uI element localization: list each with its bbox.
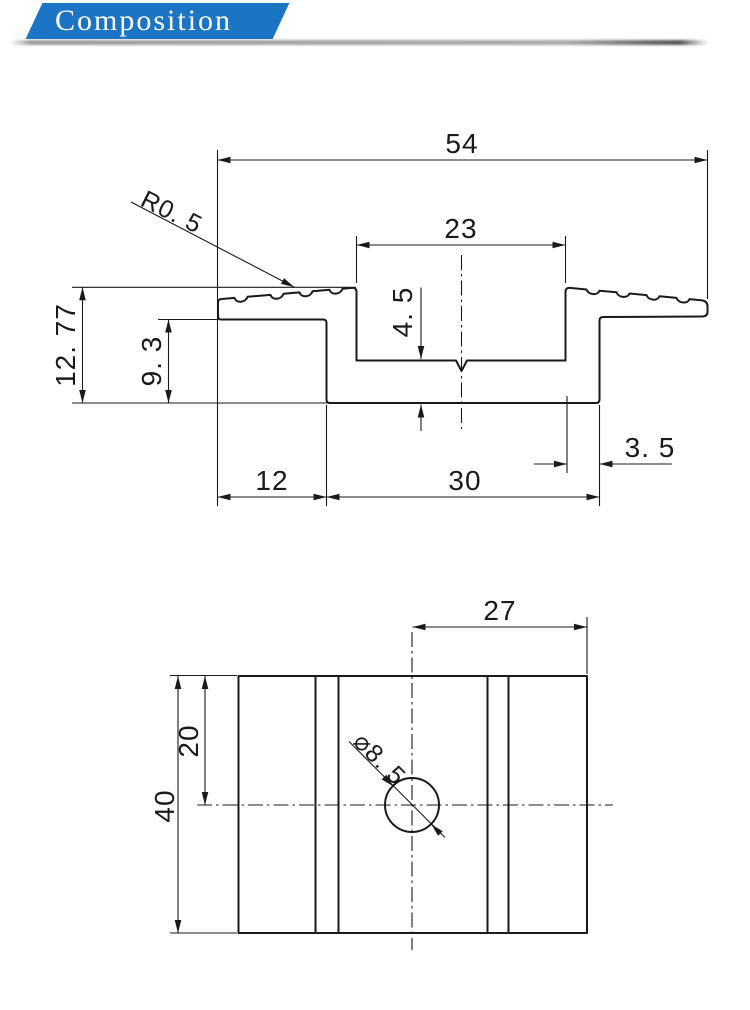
dim-slot-width: 23 [356,213,566,249]
dim-base-width: 30 [326,465,600,501]
dim-base-width-label: 30 [448,465,481,496]
cross-section-drawing: 54 23 R0. 5 12. 77 9. 3 [50,128,709,674]
hole-circle [384,777,440,833]
plan-view-drawing: ⌀8. 5 27 20 40 [149,595,613,950]
dim-slot-width-label: 23 [444,213,477,244]
dim-overall-height: 12. 77 [50,287,86,403]
dim-floor-thickness: 4. 5 [387,287,425,431]
profile-outline [217,286,709,404]
dim-overall-height-label: 12. 77 [50,303,81,387]
dim-right-wall-thickness-label: 3. 5 [625,432,676,463]
dim-hole-diameter-label: ⌀8. 5 [348,727,411,790]
dim-right-wall-thickness: 3. 5 [534,432,676,468]
dim-hole-center-to-edge-label: 27 [483,595,516,626]
dim-left-overhang: 12 [217,465,327,501]
extension-lines [72,150,709,674]
dim-overall-length-label: 40 [149,789,180,822]
dim-overall-length: 40 [149,676,182,933]
dim-pocket-height: 9. 3 [136,319,172,403]
dim-overall-width: 54 [217,128,708,164]
dim-serration-radius-label: R0. 5 [136,185,206,239]
dim-serration-radius: R0. 5 [130,185,295,288]
dim-hole-diameter: ⌀8. 5 [348,727,446,838]
dim-hole-center-to-edge: 27 [412,595,587,631]
dim-left-overhang-label: 12 [255,465,288,496]
dim-overall-width-label: 54 [445,128,478,159]
banner-shadow [10,40,708,45]
dim-pocket-height-label: 9. 3 [136,336,167,387]
plan-extension-lines [170,674,237,934]
dim-floor-thickness-label: 4. 5 [387,287,418,338]
